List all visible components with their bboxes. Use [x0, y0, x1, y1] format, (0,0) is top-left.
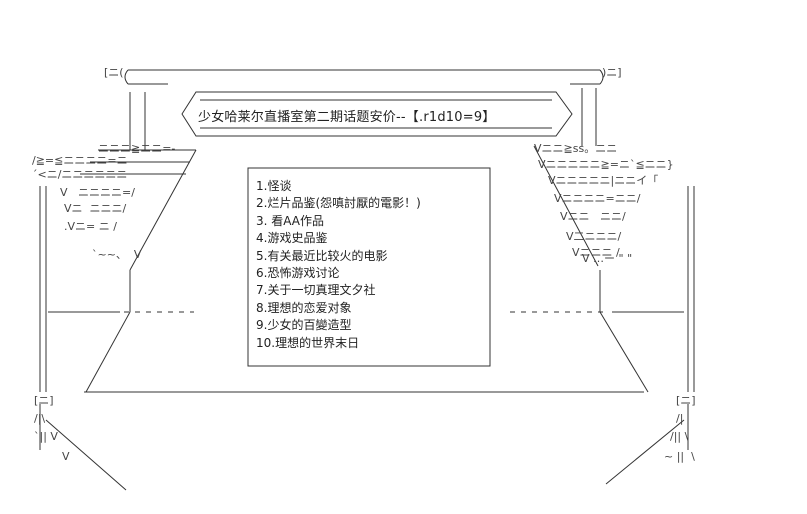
ascii-right-8: V …ー " ": [582, 252, 633, 265]
left-bracket: [ニ(: [104, 66, 124, 79]
left-diagonal-down: [85, 311, 131, 393]
menu-item: 7.关于一切真理文夕社: [256, 283, 376, 298]
left-upper-diagonal: [129, 149, 197, 271]
right-diagonal-down: [599, 311, 649, 393]
topic-menu: 1.怪谈 2.烂片品鉴(怨嗔討厭的電影！) 3. 看AA作品 4.游戏史品鉴 5…: [256, 178, 486, 352]
menu-board: [247, 167, 491, 367]
title-banner: [181, 91, 573, 137]
menu-item: 3. 看AA作品: [256, 213, 325, 228]
menu-item: 5.有关最近比较火的电影: [256, 248, 388, 263]
ascii-left-3: ´<ニ/ニニニニニニ: [32, 168, 128, 181]
ascii-right-4: Vニニニニ=ニニ/: [554, 192, 641, 205]
ascii-right-foot-1: /|: [676, 412, 684, 425]
menu-item: 1.怪谈: [256, 179, 292, 193]
menu-item: 9.少女的百變造型: [256, 318, 352, 333]
right-foot-label: [ニ]: [676, 394, 696, 407]
top-bar-right-curl: [599, 69, 604, 85]
ascii-left-6: .Vニ= ニ /: [64, 220, 117, 233]
ascii-right-foot-3: ~ || \: [664, 450, 695, 463]
ascii-right-5: Vニニ ニニ/: [560, 210, 626, 223]
ascii-left-foot-1: /|\: [34, 412, 46, 425]
ascii-left-5: Vニ ニニニ/: [64, 202, 127, 215]
left-foot-label: [ニ]: [34, 394, 54, 407]
top-bar-left-curl: [124, 69, 129, 85]
banner-title: 少女哈莱尔直播室第二期话题安价--【.r1d10=9】: [198, 110, 496, 125]
ascii-right-foot-2: /|| \: [670, 430, 689, 443]
left-upper-frame: [80, 149, 196, 175]
right-frame-diagonal: [533, 145, 599, 267]
ascii-right-7: Vニニニ /: [572, 246, 620, 259]
title-banner-inner: [200, 99, 552, 129]
menu-item: 8.理想的恋爱对象: [256, 300, 352, 315]
menu-item: 4.游戏史品鉴: [256, 231, 328, 246]
ascii-left-foot-3: V: [62, 450, 70, 463]
ascii-left-7: `~~、 V: [92, 248, 142, 261]
ascii-left-2: /≧=≦ニニニニ=ニ: [32, 154, 128, 167]
menu-item: 2.烂片品鉴(怨嗔討厭的電影！): [256, 196, 421, 211]
ascii-right-2: Vニニニニニ≧=ニ`≦ニニ}: [538, 158, 674, 171]
ascii-right-6: V二ニニニ/: [566, 230, 622, 243]
ascii-left-1: ニニニ≧ニニ=-: [98, 142, 176, 155]
menu-item: 6.恐怖游戏讨论: [256, 266, 340, 281]
right-leg-diagonal: [605, 419, 685, 485]
ascii-right-1: Vニニ≧ss。ニニ: [534, 142, 618, 155]
ascii-left-foot-2: `|| V: [34, 430, 58, 443]
top-bar: [128, 69, 600, 85]
menu-item: 10.理想的世界末日: [256, 335, 360, 350]
left-leg-diagonal: [45, 419, 127, 491]
ascii-left-4: V ニニニニ=/: [60, 186, 135, 199]
ascii-right-3: Vニニニニニ|ニニイ「: [548, 174, 659, 187]
right-bracket: )ニ]: [602, 66, 622, 79]
